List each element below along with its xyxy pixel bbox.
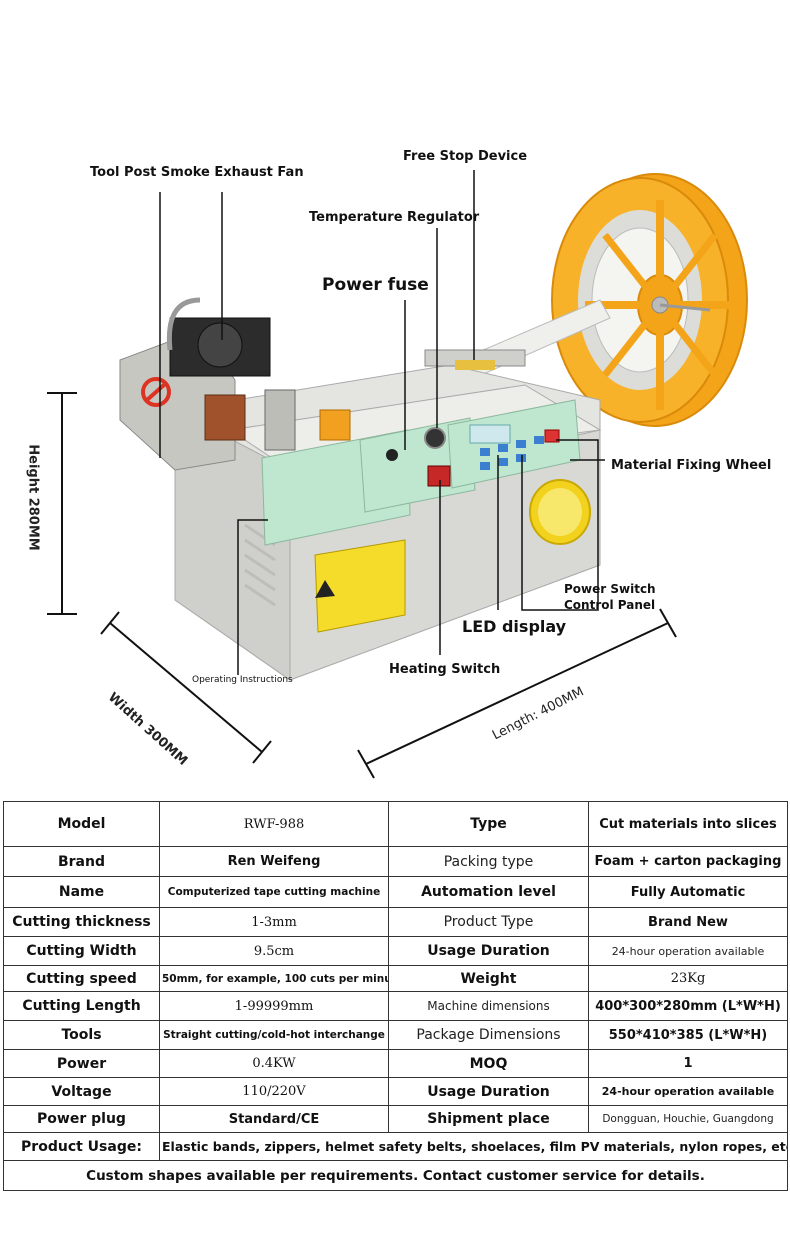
spec-value: 24-hour operation available xyxy=(588,1077,788,1106)
callout-lines xyxy=(159,170,605,675)
table-row: Custom shapes available per requirements… xyxy=(3,1160,788,1191)
spec-value: Foam + carton packaging xyxy=(588,846,788,877)
dimension-lines xyxy=(47,392,677,779)
spec-value: 110/220V xyxy=(159,1077,389,1106)
table-row: Cutting Width 9.5cm Usage Duration 24-ho… xyxy=(3,936,788,966)
spec-value: 50mm, for example, 100 cuts per minute xyxy=(159,965,389,992)
spec-key: Type xyxy=(388,801,589,847)
spec-value: 400*300*280mm (L*W*H) xyxy=(588,991,788,1021)
table-row: Brand Ren Weifeng Packing type Foam + ca… xyxy=(3,846,788,877)
table-row: Model RWF-988 Type Cut materials into sl… xyxy=(3,801,788,847)
spec-value: 1-99999mm xyxy=(159,991,389,1021)
spec-value: Straight cutting/cold-hot interchange xyxy=(159,1020,389,1050)
label-height: Height 280MM xyxy=(25,444,41,551)
table-row: Cutting speed 50mm, for example, 100 cut… xyxy=(3,965,788,992)
label-operating-instructions: Operating Instructions xyxy=(192,675,293,685)
label-temp-regulator: Temperature Regulator xyxy=(309,210,480,225)
table-row: Power plug Standard/CE Shipment place Do… xyxy=(3,1105,788,1133)
table-row: Tools Straight cutting/cold-hot intercha… xyxy=(3,1020,788,1050)
spec-key: Brand xyxy=(3,846,160,877)
spec-value: Dongguan, Houchie, Guangdong xyxy=(588,1105,788,1133)
tool-post xyxy=(119,297,526,471)
spec-key: Automation level xyxy=(388,876,589,908)
spec-key: Usage Duration xyxy=(388,936,589,966)
machine-illustration: Tool Post Smoke Exhaust Fan Free Stop De… xyxy=(25,149,772,779)
spec-value: 24-hour operation available xyxy=(588,936,788,966)
table-footer-note: Custom shapes available per requirements… xyxy=(3,1160,788,1191)
spec-value: 550*410*385 (L*W*H) xyxy=(588,1020,788,1050)
spec-key: Usage Duration xyxy=(388,1077,589,1106)
material-reel xyxy=(551,173,748,427)
spec-value: 1-3mm xyxy=(159,907,389,937)
table-row: Voltage 110/220V Usage Duration 24-hour … xyxy=(3,1077,788,1106)
spec-value: Computerized tape cutting machine xyxy=(159,876,389,908)
spec-value: Cut materials into slices xyxy=(588,801,788,847)
spec-key: Weight xyxy=(388,965,589,992)
label-led-display: LED display xyxy=(462,617,567,636)
spec-key: Cutting speed xyxy=(3,965,160,992)
label-power-fuse: Power fuse xyxy=(322,275,429,295)
table-row: Power 0.4KW MOQ 1 xyxy=(3,1049,788,1078)
table-row: Cutting Length 1-99999mm Machine dimensi… xyxy=(3,991,788,1021)
spec-value: Fully Automatic xyxy=(588,876,788,908)
spec-key: Cutting thickness xyxy=(3,907,160,937)
label-material-wheel: Material Fixing Wheel xyxy=(611,458,772,473)
spec-key: Voltage xyxy=(3,1077,160,1106)
spec-key: MOQ xyxy=(388,1049,589,1078)
spec-table: Model RWF-988 Type Cut materials into sl… xyxy=(3,801,788,1191)
spec-value: RWF-988 xyxy=(159,801,389,847)
spec-key: Shipment place xyxy=(388,1105,589,1133)
spec-value: 9.5cm xyxy=(159,936,389,966)
spec-key: Cutting Length xyxy=(3,991,160,1021)
label-power-switch: Power Switch xyxy=(564,582,656,596)
label-free-stop: Free Stop Device xyxy=(403,149,528,164)
spec-key: Product Type xyxy=(388,907,589,937)
spec-key: Cutting Width xyxy=(3,936,160,966)
spec-value: 23Kg xyxy=(588,965,788,992)
product-usage-label: Product Usage: xyxy=(3,1132,160,1161)
spec-key: Name xyxy=(3,876,160,908)
spec-key: Machine dimensions xyxy=(388,991,589,1021)
spec-value: Brand New xyxy=(588,907,788,937)
spec-value: Standard/CE xyxy=(159,1105,389,1133)
product-usage-value: Elastic bands, zippers, helmet safety be… xyxy=(159,1132,788,1161)
spec-key: Power plug xyxy=(3,1105,160,1133)
table-row: Name Computerized tape cutting machine A… xyxy=(3,876,788,908)
label-control-panel: Control Panel xyxy=(564,598,656,612)
label-heating-switch: Heating Switch xyxy=(389,662,501,677)
label-tool-post-fan: Tool Post Smoke Exhaust Fan xyxy=(90,165,304,180)
table-row: Product Usage: Elastic bands, zippers, h… xyxy=(3,1132,788,1161)
spec-key: Package Dimensions xyxy=(388,1020,589,1050)
spec-value: 0.4KW xyxy=(159,1049,389,1078)
spec-key: Packing type xyxy=(388,846,589,877)
table-row: Cutting thickness 1-3mm Product Type Bra… xyxy=(3,907,788,937)
spec-key: Tools xyxy=(3,1020,160,1050)
spec-key: Power xyxy=(3,1049,160,1078)
spec-key: Model xyxy=(3,801,160,847)
spec-value: Ren Weifeng xyxy=(159,846,389,877)
machine-drawing xyxy=(47,170,748,779)
spec-value: 1 xyxy=(588,1049,788,1078)
